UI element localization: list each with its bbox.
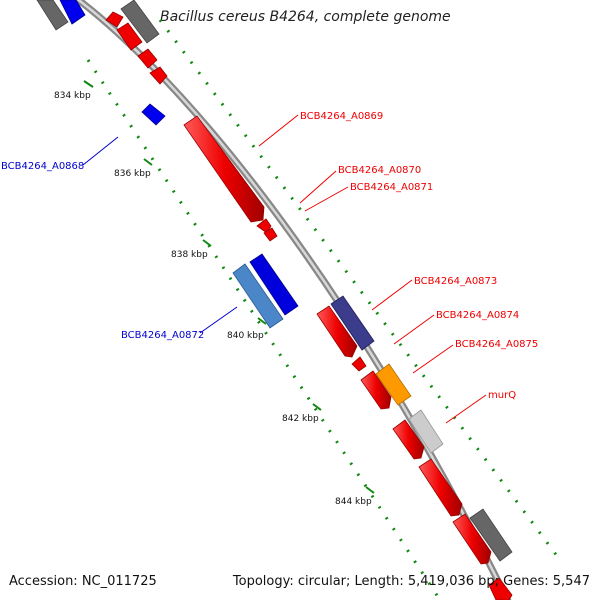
genome-title: Bacillus cereus B4264, complete genome bbox=[160, 9, 451, 25]
callout-line bbox=[299, 170, 337, 204]
gene-label-A0875[interactable]: BCB4264_A0875 bbox=[455, 339, 538, 350]
scale-tick bbox=[143, 158, 153, 166]
scale-label: 836 kbp bbox=[114, 169, 151, 179]
genome-backbone-highlight bbox=[76, 0, 509, 600]
gene-feature-A0875[interactable] bbox=[360, 370, 392, 410]
gene-feature-A0873[interactable] bbox=[316, 305, 358, 358]
callout-lines bbox=[82, 114, 487, 424]
gene-feature[interactable] bbox=[408, 409, 444, 454]
gene-feature[interactable] bbox=[59, 0, 86, 25]
gene-feature[interactable] bbox=[469, 508, 513, 562]
gene-feature[interactable] bbox=[488, 577, 513, 600]
gene-label-A0870[interactable]: BCB4264_A0870 bbox=[338, 165, 421, 176]
gene-feature[interactable] bbox=[137, 48, 158, 69]
scale-label: 840 kbp bbox=[227, 331, 264, 341]
scale-label: 838 kbp bbox=[171, 250, 208, 260]
gene-feature-A0874[interactable] bbox=[351, 356, 367, 372]
gene-feature[interactable] bbox=[120, 0, 160, 44]
scale-label: 844 kbp bbox=[335, 497, 372, 507]
gene-label-A0869[interactable]: BCB4264_A0869 bbox=[300, 111, 383, 122]
accession-label: Accession: NC_011725 bbox=[9, 574, 157, 589]
scale-ticks bbox=[83, 80, 375, 494]
callout-line bbox=[412, 344, 454, 374]
scale-tick bbox=[83, 80, 94, 88]
gene-feature[interactable] bbox=[36, 0, 69, 31]
gene-label-murQ[interactable]: murQ bbox=[488, 390, 516, 401]
gene-feature-murQ[interactable] bbox=[392, 419, 425, 460]
callout-line bbox=[304, 186, 349, 212]
gene-feature[interactable] bbox=[330, 295, 375, 351]
gene-feature[interactable] bbox=[232, 263, 284, 329]
gene-label-A0868[interactable]: BCB4264_A0868 bbox=[1, 161, 84, 172]
callout-line bbox=[445, 394, 487, 424]
scale-label: 834 kbp bbox=[54, 91, 91, 101]
gene-feature[interactable] bbox=[149, 66, 168, 85]
gene-feature-A0869[interactable] bbox=[183, 115, 265, 223]
callout-line bbox=[393, 314, 435, 345]
gene-label-A0871[interactable]: BCB4264_A0871 bbox=[350, 182, 433, 193]
callout-line bbox=[371, 279, 413, 311]
reverse-features bbox=[36, 0, 299, 329]
gene-feature[interactable] bbox=[249, 253, 299, 316]
callout-line bbox=[199, 306, 238, 334]
forward-features bbox=[105, 0, 513, 600]
gene-feature[interactable] bbox=[116, 22, 143, 51]
gene-feature[interactable] bbox=[452, 513, 492, 565]
scale-tick bbox=[365, 486, 375, 494]
genome-summary: Topology: circular; Length: 5,419,036 bp… bbox=[232, 574, 590, 589]
gene-label-A0874[interactable]: BCB4264_A0874 bbox=[436, 310, 519, 321]
gene-feature-A0871[interactable] bbox=[263, 227, 278, 242]
scale-label: 842 kbp bbox=[282, 414, 319, 424]
gene-label-A0872[interactable]: BCB4264_A0872 bbox=[121, 330, 204, 341]
gene-feature[interactable] bbox=[141, 103, 166, 126]
scale-tick bbox=[312, 403, 322, 411]
gene-feature[interactable] bbox=[105, 11, 124, 28]
gene-feature[interactable] bbox=[375, 363, 412, 406]
scale-tick bbox=[257, 317, 267, 325]
gc-track-outer bbox=[158, 19, 562, 561]
gene-feature[interactable] bbox=[418, 458, 463, 517]
callout-line bbox=[82, 136, 119, 166]
callout-line bbox=[258, 114, 299, 147]
gene-label-A0873[interactable]: BCB4264_A0873 bbox=[414, 276, 497, 287]
gene-feature-A0870[interactable] bbox=[256, 218, 272, 234]
scale-tick bbox=[202, 239, 212, 247]
